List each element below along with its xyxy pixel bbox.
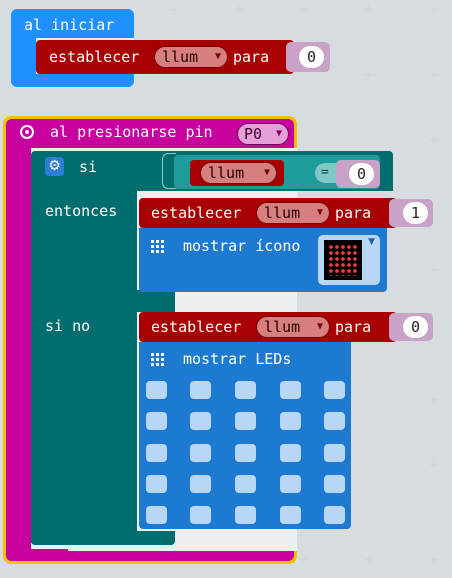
led-cell[interactable]: [190, 412, 211, 430]
chevron-down-icon: ▼: [316, 321, 323, 332]
led-cell[interactable]: [280, 381, 301, 399]
led-cell[interactable]: [146, 506, 167, 524]
to-label: para: [335, 318, 372, 336]
else-label: si no: [45, 317, 91, 335]
compare-number-input[interactable]: 0: [349, 163, 374, 185]
chevron-down-icon: ▼: [275, 128, 282, 139]
then-label: entonces: [45, 202, 118, 220]
event-circle-icon: [20, 125, 34, 139]
led-cell[interactable]: [324, 412, 345, 430]
icon-picker[interactable]: ▼: [318, 235, 380, 285]
to-label: para: [335, 204, 372, 222]
led-cell[interactable]: [190, 506, 211, 524]
variable-dropdown[interactable]: llum▼: [154, 46, 228, 68]
led-cell[interactable]: [280, 506, 301, 524]
to-label: para: [233, 48, 270, 66]
led-cell[interactable]: [324, 506, 345, 524]
led-cell[interactable]: [235, 475, 256, 493]
number-input[interactable]: 1: [403, 202, 428, 224]
led-cell[interactable]: [235, 381, 256, 399]
led-cell[interactable]: [324, 381, 345, 399]
led-cell[interactable]: [324, 444, 345, 462]
led-cell[interactable]: [190, 381, 211, 399]
grid-icon: [150, 352, 168, 367]
led-cell[interactable]: [280, 444, 301, 462]
led-cell[interactable]: [235, 444, 256, 462]
show-icon-label: mostrar ícono: [183, 237, 301, 255]
led-cell[interactable]: [146, 412, 167, 430]
show-leds-label: mostrar LEDs: [183, 350, 292, 368]
grid-icon: [150, 239, 168, 254]
chevron-down-icon: ▼: [263, 167, 270, 178]
led-cell[interactable]: [280, 475, 301, 493]
on-pin-label: al presionarse pin: [50, 123, 213, 141]
chevron-down-icon: ▼: [368, 237, 375, 247]
if-label: si: [79, 158, 98, 176]
led-cell[interactable]: [190, 444, 211, 462]
variable-dropdown[interactable]: llum▼: [256, 202, 330, 224]
number-input[interactable]: 0: [299, 46, 324, 68]
set-label: establecer: [151, 204, 242, 222]
set-label: establecer: [49, 48, 140, 66]
gear-icon[interactable]: ⚙: [45, 157, 64, 176]
led-cell[interactable]: [146, 381, 167, 399]
variable-dropdown[interactable]: llum▼: [256, 316, 330, 338]
chevron-down-icon: ▼: [316, 207, 323, 218]
led-cell[interactable]: [235, 506, 256, 524]
compare-variable-dropdown[interactable]: llum▼: [200, 162, 277, 184]
led-cell[interactable]: [190, 475, 211, 493]
led-cell[interactable]: [146, 444, 167, 462]
led-cell[interactable]: [235, 412, 256, 430]
chevron-down-icon: ▼: [214, 51, 221, 62]
on-start-label: al iniciar: [24, 16, 115, 34]
pin-dropdown[interactable]: P0▼: [237, 123, 289, 145]
led-cell[interactable]: [146, 475, 167, 493]
number-input[interactable]: 0: [403, 316, 428, 338]
set-label: establecer: [151, 318, 242, 336]
led-cell[interactable]: [324, 475, 345, 493]
led-cell[interactable]: [280, 412, 301, 430]
